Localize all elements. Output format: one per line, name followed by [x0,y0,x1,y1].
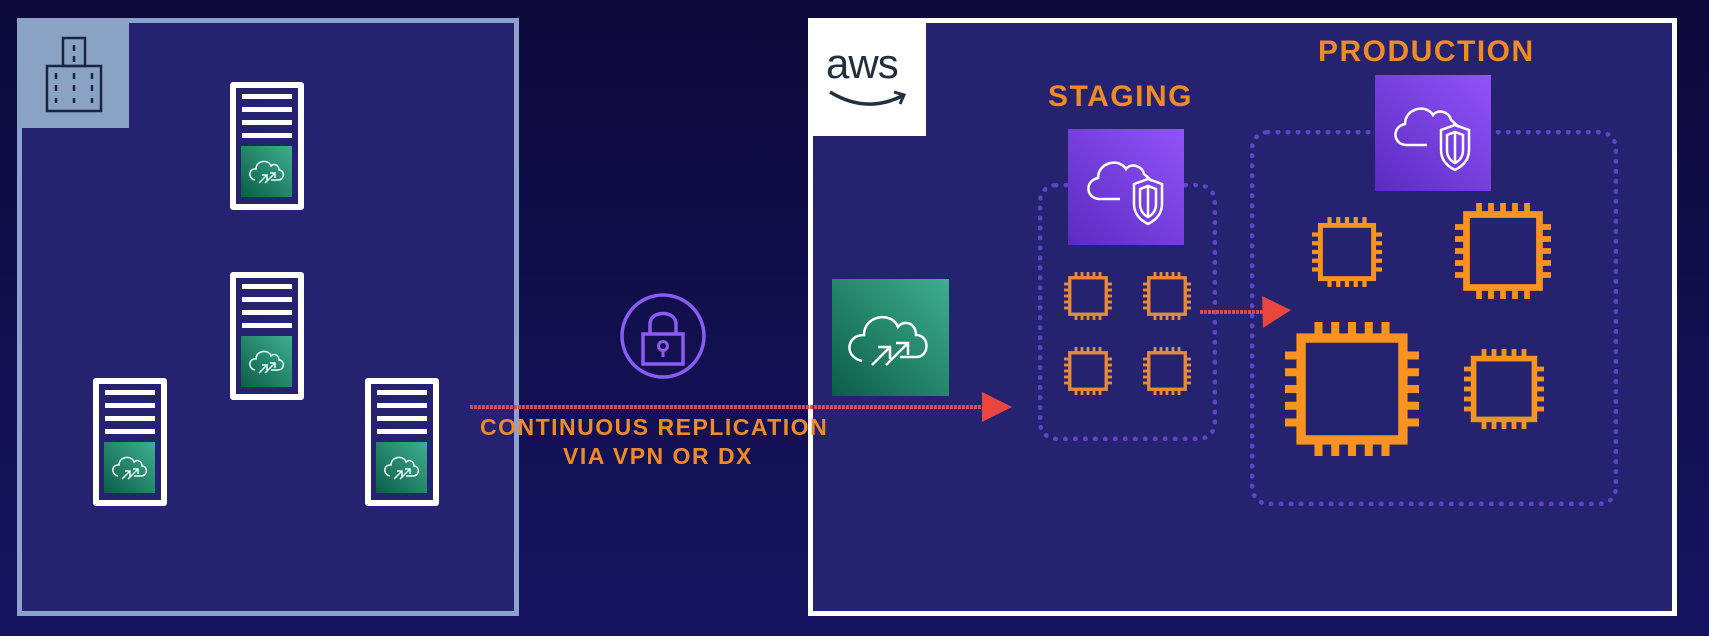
replication-agent-icon [241,146,292,197]
server-top [230,82,304,210]
server-bottom-left [93,378,167,506]
staging-title: STAGING [1048,80,1193,113]
lock-icon [620,293,706,379]
production-cloud-shield-icon [1375,75,1491,191]
replication-agent-icon [376,442,427,493]
server-middle [230,272,304,400]
connection-label-line1: CONTINUOUS REPLICATION [480,414,829,440]
aws-smile-icon [829,90,907,106]
production-title: PRODUCTION [1318,35,1535,68]
aws-logo-tile: aws [808,18,926,136]
connection-label-line2: VIA VPN OR DX [563,443,753,469]
replication-agent-icon [104,442,155,493]
replication-agent-icon [241,336,292,387]
cloud-migration-service-icon [832,279,949,396]
staging-cloud-shield-icon [1068,129,1184,245]
onprem-corner-tile [17,18,129,128]
building-icon [45,36,103,113]
server-bottom-right [365,378,439,506]
aws-logo-text: aws [826,40,899,87]
